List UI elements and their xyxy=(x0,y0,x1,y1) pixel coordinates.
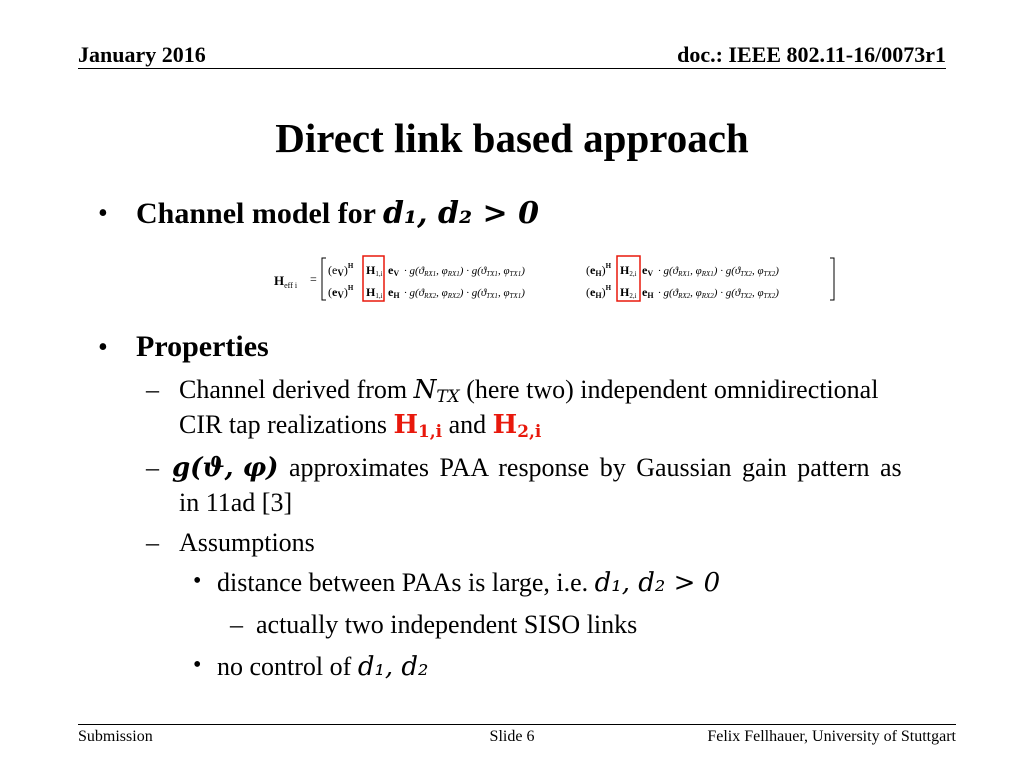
svg-text:(eV)H: (eV)H xyxy=(328,284,354,300)
eq-row-1: (eV)H H1,i eV · g(ϑRX1, φRX1) · g(ϑTX1, … xyxy=(328,262,779,278)
dash-marker: – xyxy=(146,528,159,557)
sub-channel-derived-line2: CIR tap realizations H1,i and H2,i xyxy=(179,410,542,442)
footer-slide-number: Slide 6 xyxy=(489,728,535,745)
slide-title: Direct link based approach xyxy=(275,115,749,161)
footer-author: Felix Fellhauer, University of Stuttgart xyxy=(707,728,956,745)
sub-distance-large: distance between PAAs is large, i.e. d₁,… xyxy=(217,568,721,598)
svg-text:eV: eV xyxy=(642,263,653,278)
highlight-h2 xyxy=(616,255,641,302)
eq-left-bracket xyxy=(321,257,326,301)
highlight-h1 xyxy=(362,255,385,302)
eq-lhs: Heff i xyxy=(274,273,298,290)
svg-text:(eH)H: (eH)H xyxy=(586,284,612,300)
header-divider xyxy=(78,68,946,69)
footer-submission: Submission xyxy=(78,728,153,745)
svg-text:H2,i: H2,i xyxy=(620,285,637,300)
bullet-dot: • xyxy=(98,198,108,229)
d-math: d₁, d₂ > 0 xyxy=(594,568,721,598)
svg-text:eH: eH xyxy=(388,285,400,300)
svg-text:· g(ϑRX2, φRX2) · g(ϑTX2, φTX2: · g(ϑRX2, φRX2) · g(ϑTX2, φTX2) xyxy=(658,287,779,300)
sub-no-control: no control of d₁, d₂ xyxy=(217,652,429,682)
svg-text:· g(ϑRX1, φRX1) · g(ϑTX2, φTX2: · g(ϑRX1, φRX1) · g(ϑTX2, φTX2) xyxy=(658,265,779,278)
dash-marker: – xyxy=(230,610,243,639)
g-function-math: g(ϑ, φ) xyxy=(172,453,279,483)
svg-text:eV: eV xyxy=(388,263,399,278)
d-math: d₁, d₂ xyxy=(357,652,429,682)
svg-text:H1,i: H1,i xyxy=(366,285,383,300)
sub-channel-derived-line1: Channel derived from NTX (here two) inde… xyxy=(179,375,879,407)
header-doc-id: doc.: IEEE 802.11-16/0073r1 xyxy=(677,42,946,67)
svg-text:· g(ϑRX2, φRX2) · g(ϑTX1, φTX1: · g(ϑRX2, φRX2) · g(ϑTX1, φTX1) xyxy=(404,287,525,300)
eq-right-bracket xyxy=(830,257,835,301)
eq-row-2: (eV)H H1,i eH · g(ϑRX2, φRX2) · g(ϑTX1, … xyxy=(328,284,779,300)
sub-gain-pattern-line1: g(ϑ, φ) approximates PAA response by Gau… xyxy=(172,453,902,483)
bullet-dot: • xyxy=(193,652,202,678)
bullet-properties: Properties xyxy=(136,330,269,363)
svg-text:(eV)H: (eV)H xyxy=(328,262,354,278)
svg-text:eH: eH xyxy=(642,285,654,300)
svg-text:· g(ϑRX1, φRX1) · g(ϑTX1, φTX1: · g(ϑRX1, φRX1) · g(ϑTX1, φTX1) xyxy=(404,265,525,278)
svg-text:H2,i: H2,i xyxy=(620,263,637,278)
bullet-channel-model-text: Channel model for xyxy=(136,197,383,230)
svg-text:(eH)H: (eH)H xyxy=(586,262,612,278)
footer-divider xyxy=(78,724,956,725)
h2-label: H2,i xyxy=(492,410,542,442)
channel-matrix-equation: Heff i = (eV)H H1,i eV · g(ϑRX1, φRX1) ·… xyxy=(274,255,835,302)
bullet-dot: • xyxy=(98,332,108,363)
ntx-math: NTX xyxy=(413,375,460,407)
eq-equals: = xyxy=(310,272,317,286)
dash-marker: – xyxy=(146,453,159,482)
sub-siso-links: actually two independent SISO links xyxy=(256,610,638,639)
bullet-channel-model: Channel model for d₁, d₂ > 0 xyxy=(136,196,539,231)
sub-assumptions: Assumptions xyxy=(179,528,315,557)
dash-marker: – xyxy=(146,375,159,404)
svg-text:H1,i: H1,i xyxy=(366,263,383,278)
h1-label: H1,i xyxy=(393,410,443,442)
bullet-dot: • xyxy=(193,568,202,594)
header-date: January 2016 xyxy=(78,42,206,67)
bullet-channel-model-math: d₁, d₂ > 0 xyxy=(382,196,539,231)
sub-gain-pattern-line2: in 11ad [3] xyxy=(179,488,293,517)
